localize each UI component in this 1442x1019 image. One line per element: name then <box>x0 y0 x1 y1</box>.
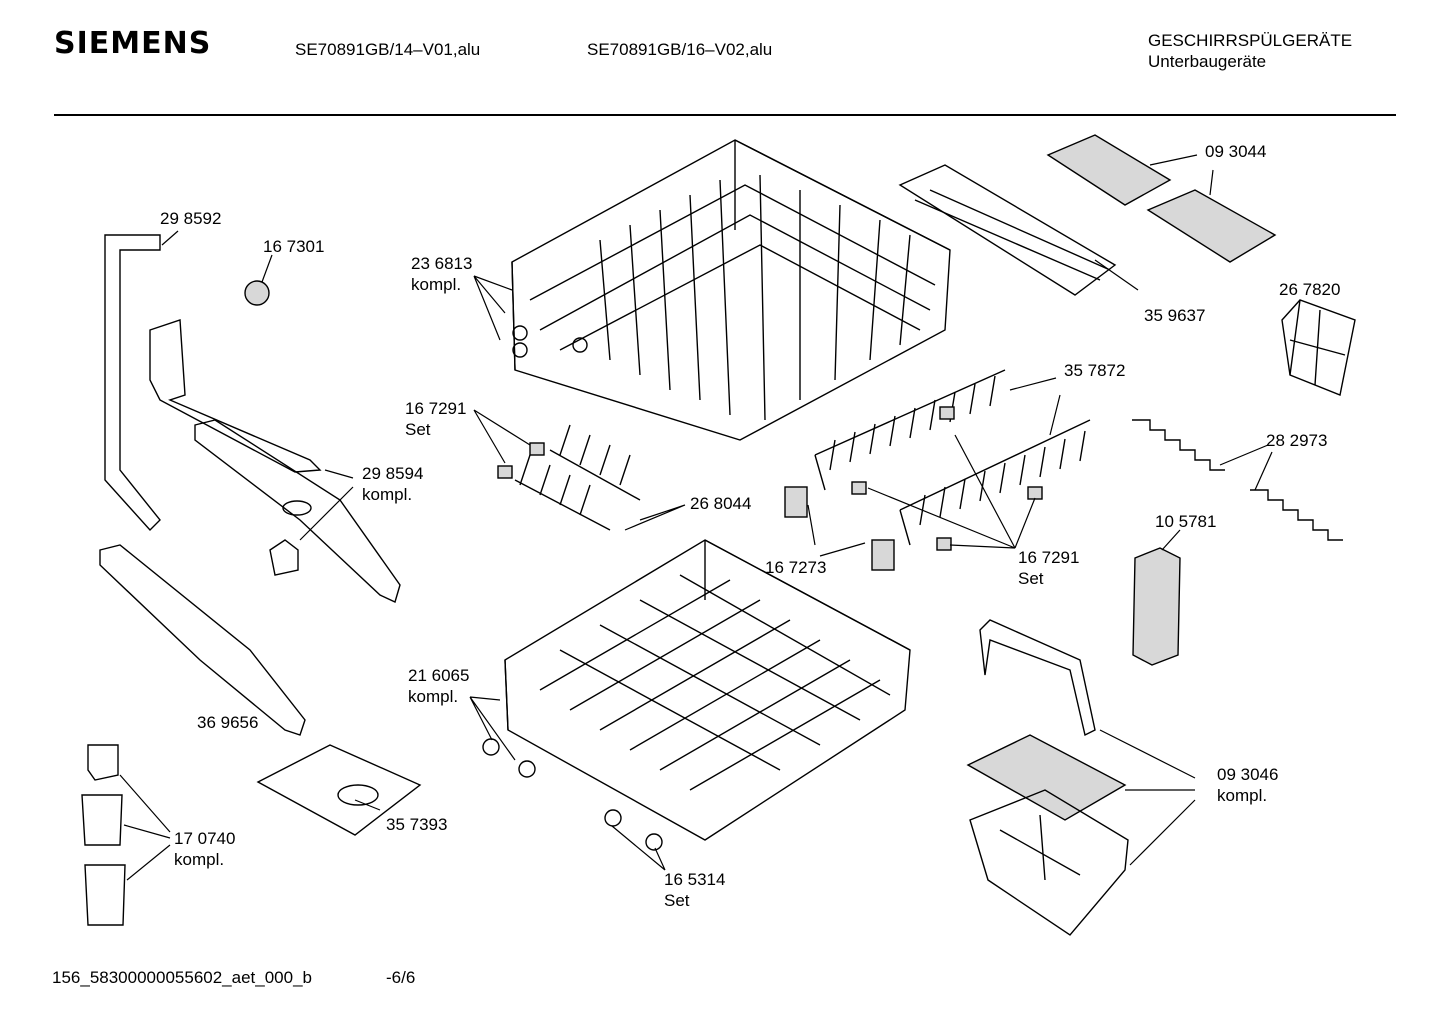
callout-268044: 26 8044 <box>690 494 752 513</box>
callout-093044: 09 3044 <box>1205 142 1267 161</box>
model-number-1: SE70891GB/14–V01,alu <box>295 40 481 59</box>
callout-369656: 36 9656 <box>197 713 259 732</box>
callout-170740-note: kompl. <box>174 850 225 869</box>
callout-267820: 26 7820 <box>1279 280 1341 299</box>
leader-lines <box>119 154 1273 881</box>
callout-167291-upper-note: Set <box>405 420 431 439</box>
callout-165314: 16 5314 Set <box>664 869 725 911</box>
callout-165314-number: 16 5314 <box>664 870 726 889</box>
cutlery-box <box>1132 547 1181 666</box>
callout-167273: 16 7273 <box>765 558 827 577</box>
callout-093046: 09 3046 kompl. <box>1217 764 1278 806</box>
callout-105781: 10 5781 <box>1155 512 1217 531</box>
header-rule <box>54 114 1396 116</box>
upper-basket <box>511 139 951 441</box>
callout-170740-number: 17 0740 <box>174 829 236 848</box>
callout-170740: 17 0740 kompl. <box>174 828 235 870</box>
callout-216065: 21 6065 kompl. <box>408 665 469 707</box>
small-tine-row <box>514 424 641 531</box>
callout-167301: 16 7301 <box>263 237 325 256</box>
callout-298594-number: 29 8594 <box>362 464 424 483</box>
cutlery-basket-set <box>966 619 1129 936</box>
category-block: GESCHIRRSPÜLGERÄTE Unterbaugeräte <box>1148 30 1352 72</box>
model-number-2: SE70891GB/16–V02,alu <box>587 40 773 59</box>
cutlery-tray-pair <box>1046 134 1277 263</box>
category-subtitle: Unterbaugeräte <box>1148 52 1267 71</box>
callout-357872: 35 7872 <box>1064 361 1126 380</box>
folding-tine-rows <box>814 369 1091 546</box>
callout-167291-lower: 16 7291 Set <box>1018 547 1079 589</box>
callout-167291-lower-note: Set <box>1018 569 1044 588</box>
callout-357393: 35 7393 <box>386 815 448 834</box>
callout-236813-number: 23 6813 <box>411 254 473 273</box>
callout-298594-note: kompl. <box>362 485 413 504</box>
callout-359637: 35 9637 <box>1144 306 1206 325</box>
callout-298592: 29 8592 <box>160 209 222 228</box>
page-number: -6/6 <box>386 968 416 987</box>
callout-093046-number: 09 3046 <box>1217 765 1279 784</box>
filter-set <box>81 744 126 926</box>
step-holders <box>1132 419 1343 541</box>
callout-236813: 23 6813 kompl. <box>411 253 472 295</box>
callout-167291-lower-number: 16 7291 <box>1018 548 1080 567</box>
callout-216065-note: kompl. <box>408 687 459 706</box>
callout-165314-note: Set <box>664 891 690 910</box>
callout-236813-note: kompl. <box>411 275 462 294</box>
callout-167291-upper-number: 16 7291 <box>405 399 467 418</box>
small-cutlery-basket <box>1281 299 1356 396</box>
rack-clips <box>497 406 1043 571</box>
filter-plate <box>256 744 422 836</box>
lower-basket <box>482 539 911 851</box>
spray-arm-assembly <box>99 234 401 736</box>
callout-298594: 29 8594 kompl. <box>362 463 423 505</box>
category-title: GESCHIRRSPÜLGERÄTE <box>1148 31 1353 50</box>
document-id: 156_58300000055602_aet_000_b <box>52 968 312 987</box>
callout-093046-note: kompl. <box>1217 786 1268 805</box>
callout-167291-upper: 16 7291 Set <box>405 398 466 440</box>
callout-282973: 28 2973 <box>1266 431 1328 450</box>
cup-shelf <box>898 164 1117 296</box>
callout-216065-number: 21 6065 <box>408 666 470 685</box>
brand-logo: SIEMENS <box>54 26 212 61</box>
